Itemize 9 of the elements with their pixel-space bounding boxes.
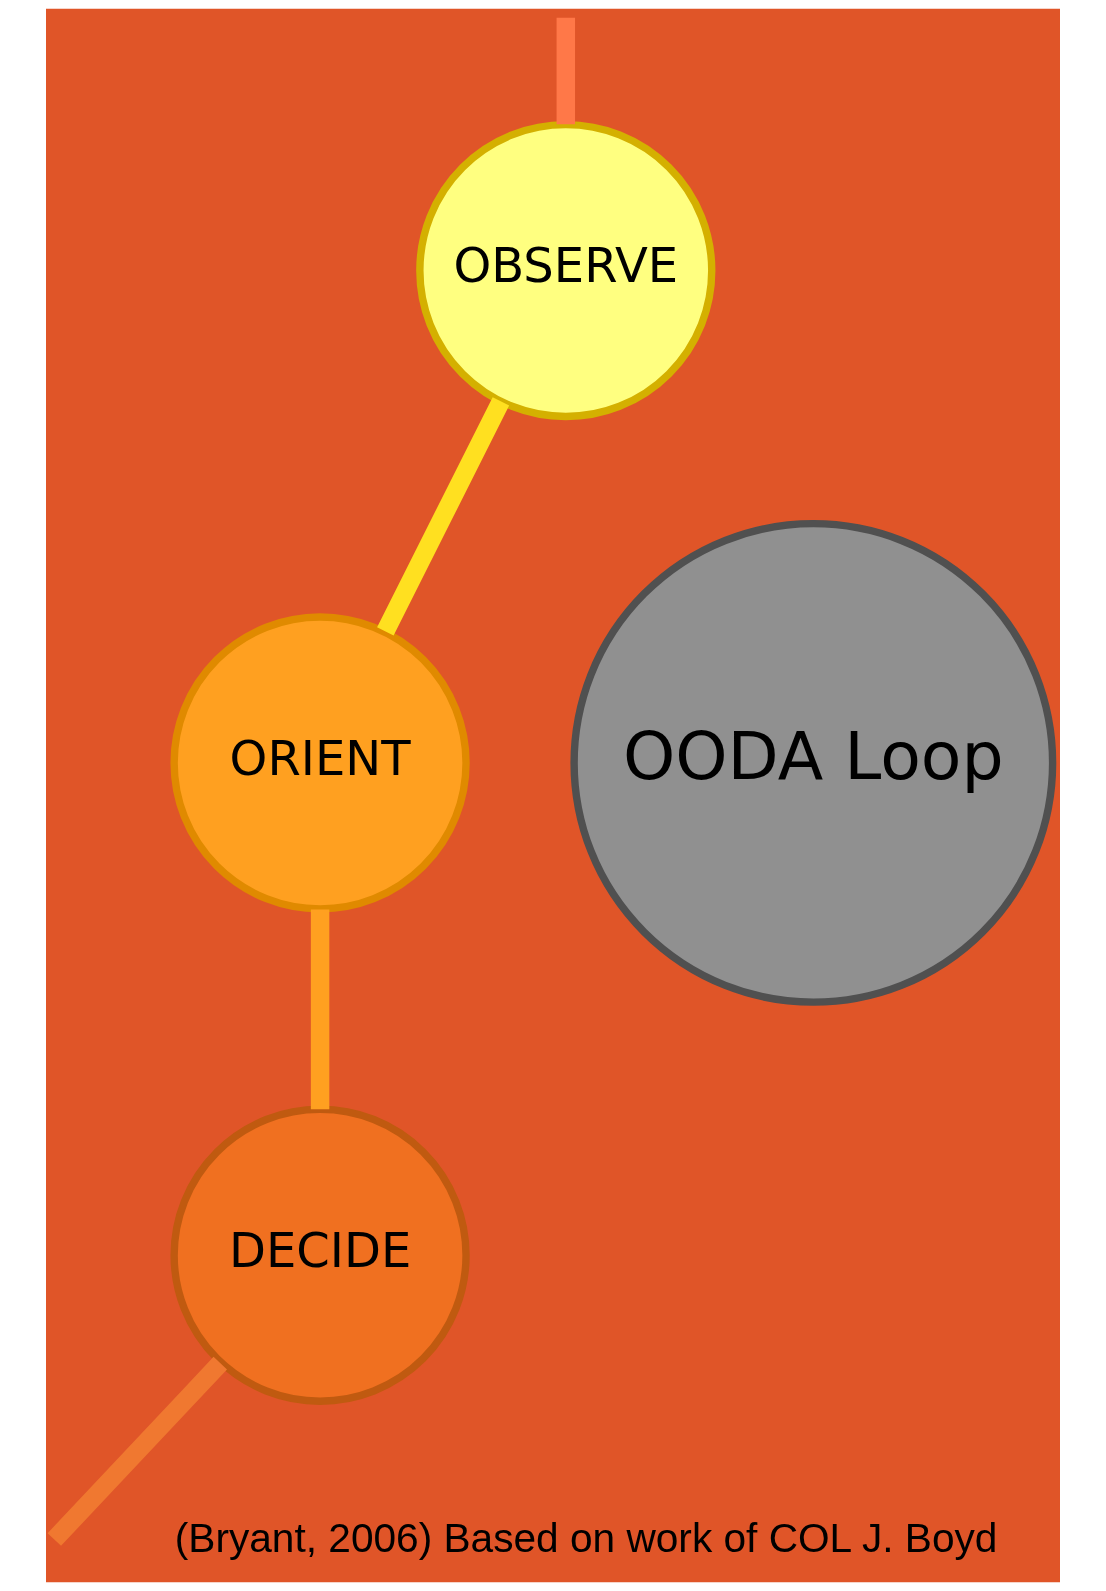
node-circle: OBSERVE: [416, 120, 716, 421]
node-circle: OODA Loop: [570, 519, 1057, 1006]
node-circle: DECIDE: [170, 1105, 470, 1405]
connector: [310, 909, 330, 1110]
node-circle: ORIENT: [170, 613, 470, 913]
connector: [377, 397, 510, 636]
connector: [47, 1356, 227, 1546]
label: (Bryant, 2006) Based on work of COL J. Boyd: [174, 1514, 998, 1561]
connector: [556, 17, 576, 125]
